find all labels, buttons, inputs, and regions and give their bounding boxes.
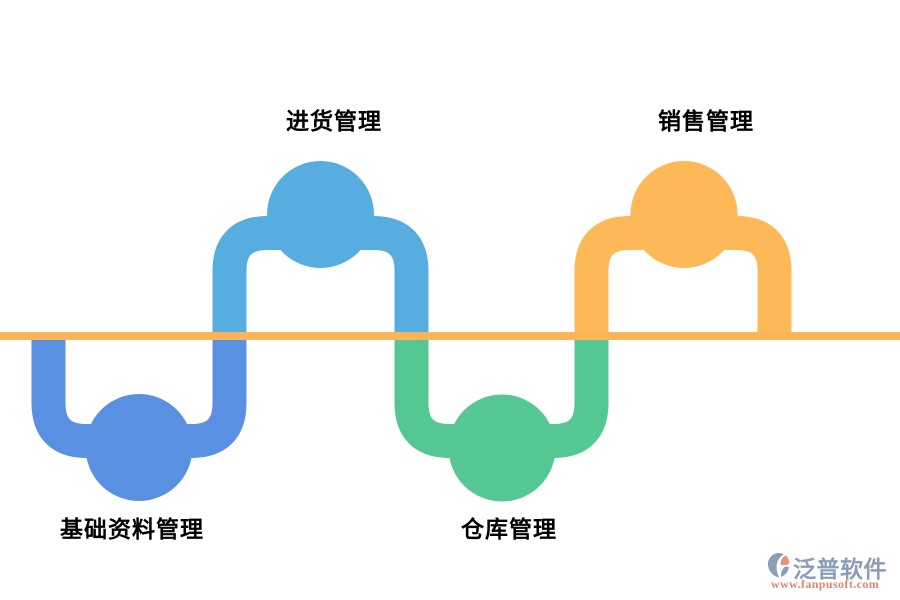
- node-circle-sales: [630, 161, 738, 268]
- node-label-sales: 销售管理: [658, 108, 754, 134]
- fanpu-logo-icon: [767, 552, 790, 578]
- watermark: 泛普软件 www.fanpusoft.com: [764, 550, 894, 594]
- node-label-basic-data: 基础资料管理: [60, 516, 204, 542]
- baseline: [0, 332, 900, 340]
- node-label-warehouse: 仓库管理: [461, 516, 557, 542]
- node-circle-basic-data: [85, 394, 193, 501]
- node-circle-purchase: [267, 161, 374, 268]
- watermark-brand-text: 泛普软件: [793, 556, 887, 582]
- node-circle-warehouse: [448, 394, 556, 502]
- watermark-url-text: www.fanpusoft.com: [771, 577, 880, 591]
- node-label-purchase: 进货管理: [286, 108, 382, 134]
